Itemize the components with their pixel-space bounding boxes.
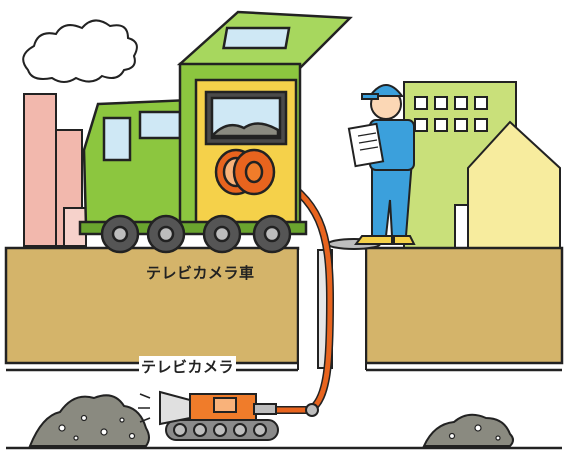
sediment-pile-left xyxy=(28,394,150,447)
truck-label: テレビカメラ車 xyxy=(146,264,255,282)
ground-surface xyxy=(4,246,564,365)
tv-camera-robot xyxy=(138,390,279,441)
factory-building xyxy=(23,93,87,247)
tv-camera-truck xyxy=(78,10,353,254)
sediment-pile-right xyxy=(422,413,514,447)
cloud xyxy=(22,19,138,83)
camera-label: テレビカメラ xyxy=(139,356,237,377)
inspection-worker xyxy=(347,84,416,245)
